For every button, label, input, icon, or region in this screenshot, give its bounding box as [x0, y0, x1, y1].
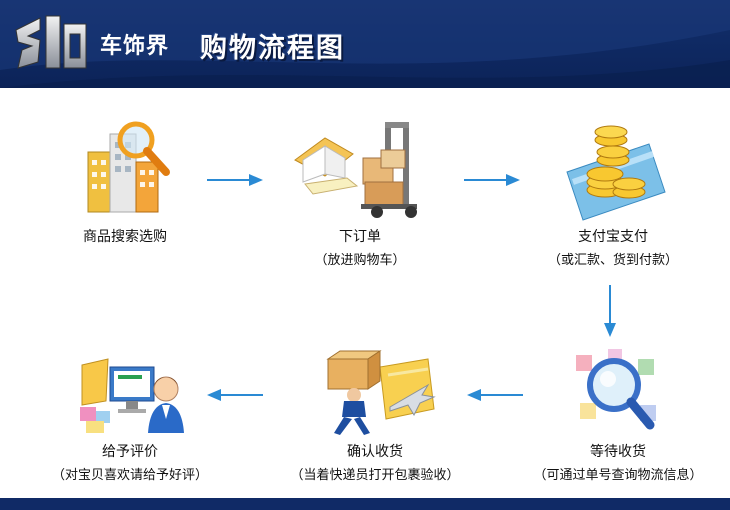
step-sublabel: （放进购物车）: [314, 253, 406, 268]
header-banner: 车饰界 购物流程图: [0, 0, 730, 88]
magnifier-search-icon: [576, 349, 656, 430]
logo-emblem: [15, 15, 87, 69]
arrow-left-icon: [207, 389, 263, 401]
page-title: 购物流程图: [200, 33, 345, 64]
step-label: 支付宝支付: [578, 229, 648, 245]
step-label: 确认收货: [347, 444, 403, 460]
step-label: 商品搜索选购: [83, 229, 167, 245]
step-sublabel: （或汇款、货到付款）: [547, 253, 678, 268]
step-sublabel: （当着快递员打开包裹验收）: [290, 468, 460, 483]
arrow-left-icon: [467, 389, 523, 401]
arrow-right-icon: [207, 174, 263, 186]
step-label: 给予评价: [102, 444, 158, 460]
magnifier-buildings-icon: [87, 121, 170, 213]
step-confirm-receipt: 确认收货 （当着快递员打开包裹验收）: [280, 345, 470, 483]
step-alipay-payment: 支付宝支付 （或汇款、货到付款）: [538, 112, 688, 268]
arrow-right-icon: [464, 174, 520, 186]
step-await-delivery: 等待收货 （可通过单号查询物流信息）: [518, 345, 718, 483]
step-place-order: 下订单 （放进购物车）: [280, 112, 440, 268]
footer-bar: [0, 498, 730, 510]
header-swoosh-decoration: [0, 0, 730, 88]
step-give-review: 给予评价 （对宝贝喜欢请给予好评）: [40, 345, 220, 483]
courier-package-plane-icon: [326, 350, 436, 435]
step-label: 等待收货: [590, 444, 646, 460]
logo-text: 车饰界: [100, 34, 170, 59]
step-search-select: 商品搜索选购: [60, 112, 190, 246]
coins-card-icon: [566, 125, 666, 221]
step-sublabel: （对宝贝喜欢请给予好评）: [51, 468, 208, 483]
arrow-down-icon: [604, 285, 616, 337]
step-sublabel: （可通过单号查询物流信息）: [533, 468, 703, 483]
review-computer-person-icon: [80, 358, 184, 433]
order-cart-boxes-icon: [294, 122, 417, 218]
step-label: 下订单: [339, 229, 381, 245]
